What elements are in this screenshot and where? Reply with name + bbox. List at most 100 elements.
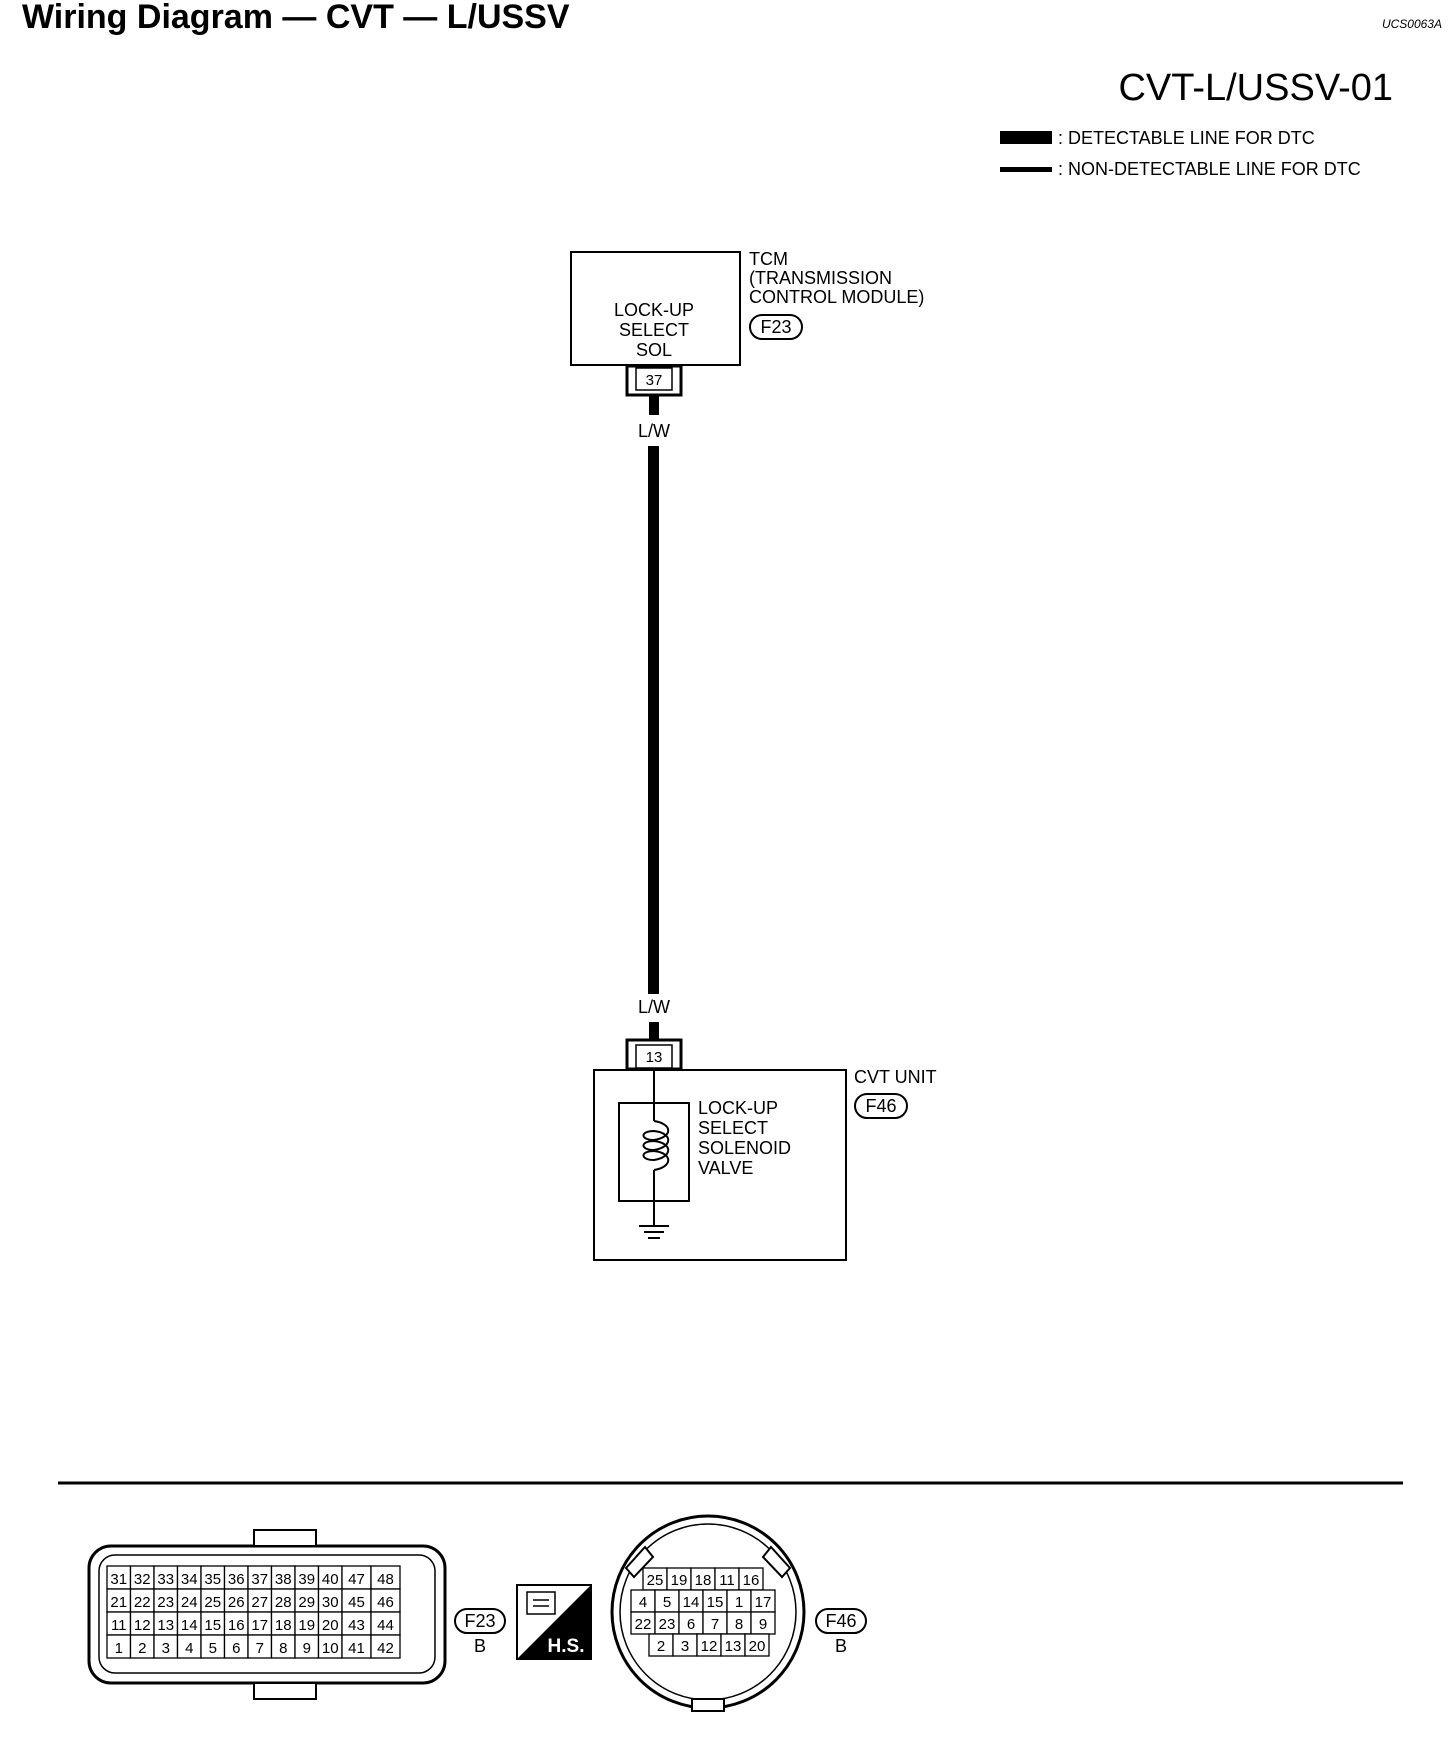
legend-non-detectable-label: : NON-DETECTABLE LINE FOR DTC [1058, 159, 1361, 179]
f23-pin-17: 17 [251, 1617, 268, 1634]
f46-pin-17: 17 [755, 1594, 772, 1611]
f23-pin-2: 2 [138, 1640, 146, 1657]
tcm-connector-id: F23 [760, 317, 791, 337]
wire-detectable-line [648, 446, 659, 994]
harness-side-icon: H.S. [516, 1584, 592, 1660]
f23-pin-16: 16 [228, 1617, 245, 1634]
f46-connector-badge [815, 1608, 867, 1634]
f23-pin-43: 43 [348, 1617, 365, 1634]
cvt-terminal-box [635, 1044, 673, 1069]
f23-latch-bottom [253, 1682, 317, 1700]
f46-pin-12: 12 [701, 1638, 718, 1655]
legend-detectable-label: : DETECTABLE LINE FOR DTC [1058, 128, 1315, 148]
f23-pin-25: 25 [204, 1594, 221, 1611]
f23-pin-9: 9 [303, 1640, 311, 1657]
f23-pin-20: 20 [322, 1617, 339, 1634]
f23-pin-39: 39 [298, 1571, 315, 1588]
f23-pin-21: 21 [110, 1594, 127, 1611]
wire-color-label-top: L/W [638, 421, 670, 441]
detectable-line-sample [1000, 131, 1052, 144]
f23-pin-3: 3 [162, 1640, 170, 1657]
f23-pin-13: 13 [157, 1617, 174, 1634]
f23-pin-38: 38 [275, 1571, 292, 1588]
solenoid-coil-icon [642, 1120, 670, 1171]
f46-pin-7: 7 [711, 1616, 719, 1633]
f23-pin-18: 18 [275, 1617, 292, 1634]
f23-housing-inner [98, 1554, 436, 1674]
f23-pin-15: 15 [204, 1617, 221, 1634]
f46-pin-4: 4 [639, 1594, 647, 1611]
f46-pin-1: 1 [735, 1594, 743, 1611]
cvt-inner-label-3: SOLENOID [698, 1138, 791, 1158]
f23-connector-color: B [474, 1636, 486, 1656]
tcm-inner-label-3: SOL [636, 340, 672, 360]
cvt-connector-badge [854, 1093, 908, 1119]
tcm-desc-line-2: CONTROL MODULE) [749, 287, 924, 307]
f23-pin-47: 47 [348, 1571, 365, 1588]
cvt-inner-label-1: LOCK-UP [698, 1098, 778, 1118]
f23-pin-22: 22 [134, 1594, 151, 1611]
document-id: UCS0063A [1382, 17, 1442, 31]
cvt-inner-label-2: SELECT [698, 1118, 768, 1138]
f23-pin-40: 40 [322, 1571, 339, 1588]
tcm-block: LOCK-UP SELECT SOL TCM (TRANSMISSION CON… [570, 249, 924, 397]
f23-pin-27: 27 [251, 1594, 268, 1611]
f23-pin-45: 45 [348, 1594, 365, 1611]
f23-pin-19: 19 [298, 1617, 315, 1634]
f23-connector-badge [454, 1608, 506, 1634]
f23-pin-28: 28 [275, 1594, 292, 1611]
f46-pin-2: 2 [657, 1638, 665, 1655]
hs-label: H.S. [548, 1636, 585, 1657]
f23-pin-10: 10 [322, 1640, 339, 1657]
non-detectable-line-sample [1000, 167, 1052, 172]
tcm-terminal-number: 37 [646, 372, 663, 389]
tcm-connector-badge [749, 314, 803, 340]
f23-pin-48: 48 [377, 1571, 394, 1588]
f46-pin-23: 23 [659, 1616, 676, 1633]
f23-pin-14: 14 [181, 1617, 198, 1634]
cvt-unit-block: 13 LOCK-UP SELECT SOLENOID VALVE CVT UNI… [593, 1038, 937, 1261]
wire-lw: L/W L/W [638, 395, 670, 1041]
f46-pin-9: 9 [759, 1616, 767, 1633]
f23-pin-32: 32 [134, 1571, 151, 1588]
f23-pin-7: 7 [256, 1640, 264, 1657]
tcm-desc-line-1: (TRANSMISSION [749, 268, 892, 288]
f23-pin-8: 8 [279, 1640, 287, 1657]
f23-pin-4: 4 [185, 1640, 193, 1657]
f23-pin-37: 37 [251, 1571, 268, 1588]
f23-pin-1: 1 [115, 1640, 123, 1657]
f46-pin-15: 15 [707, 1594, 724, 1611]
hs-triangle [517, 1585, 591, 1659]
legend: : DETECTABLE LINE FOR DTC : NON-DETECTAB… [1000, 128, 1361, 179]
f23-pin-44: 44 [377, 1617, 394, 1634]
tcm-inner-label-1: LOCK-UP [614, 300, 694, 320]
f23-pin-34: 34 [181, 1571, 198, 1588]
f46-pin-11: 11 [719, 1572, 735, 1589]
f23-pin-26: 26 [228, 1594, 245, 1611]
f23-connector-id: F23 [464, 1611, 495, 1631]
page-title: Wiring Diagram — CVT — L/USSV [22, 0, 570, 36]
tcm-inner-label-2: SELECT [619, 320, 689, 340]
f46-pin-20: 20 [749, 1638, 766, 1655]
f46-pin-18: 18 [695, 1572, 712, 1589]
cvt-inner-label-4: VALVE [698, 1158, 753, 1178]
diagram-name: CVT-L/USSV-01 [1118, 67, 1393, 109]
f46-key-bottom [691, 1698, 725, 1712]
f23-pin-24: 24 [181, 1594, 198, 1611]
f23-pin-41: 41 [348, 1640, 365, 1657]
cvt-unit-box [593, 1069, 847, 1261]
f23-pin-5: 5 [209, 1640, 217, 1657]
f23-pin-29: 29 [298, 1594, 315, 1611]
f46-pin-13: 13 [725, 1638, 742, 1655]
f46-pin-6: 6 [687, 1616, 695, 1633]
ground-icon [639, 1225, 669, 1239]
f46-pin-22: 22 [635, 1616, 652, 1633]
f23-pin-35: 35 [204, 1571, 221, 1588]
f23-pin-42: 42 [377, 1640, 394, 1657]
f46-pin-20-cell [744, 1633, 770, 1657]
tcm-terminal-box [635, 367, 673, 391]
wire-stub-top [649, 395, 659, 415]
